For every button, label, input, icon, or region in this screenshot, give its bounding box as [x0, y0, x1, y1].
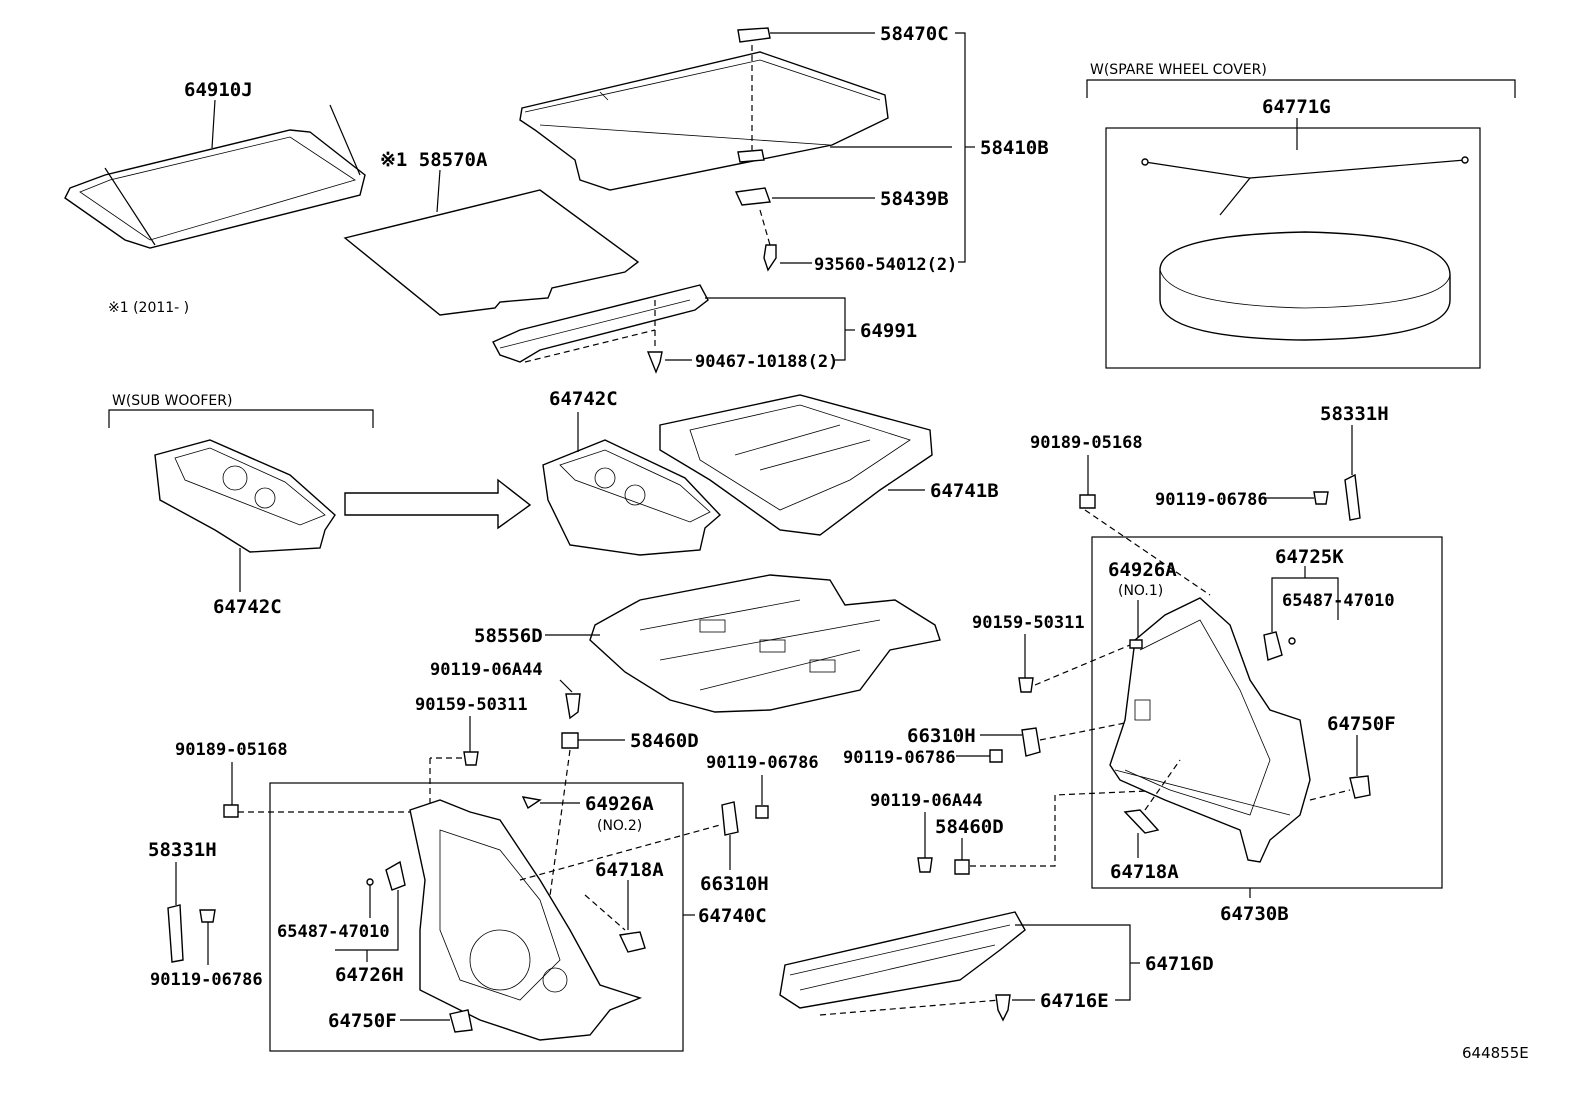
label-58439B: 58439B	[880, 188, 949, 210]
label-64725K: 64725K	[1275, 546, 1344, 568]
label-90159-r: 90159-50311	[972, 613, 1085, 633]
label-90119-m: 90119-06786	[706, 753, 819, 773]
label-64991: 64991	[860, 320, 917, 342]
tonneau-cover-drawing	[64, 104, 366, 249]
note-2011: ※1 (2011- )	[108, 300, 189, 316]
subwoofer-group-label: W(SUB WOOFER)	[112, 393, 232, 409]
label-64742C-b: 64742C	[213, 596, 282, 618]
mat-drawing	[343, 189, 640, 316]
label-64771G: 64771G	[1262, 96, 1331, 118]
label-64730B: 64730B	[1220, 903, 1289, 925]
rail-drawing	[492, 284, 709, 363]
arrow-right	[344, 478, 532, 530]
subwoofer-box-drawing	[154, 439, 336, 553]
plate-58331H-l	[167, 904, 184, 963]
label-90119-l2: 90119-06786	[843, 748, 956, 768]
spare-group-label: W(SPARE WHEEL COVER)	[1090, 62, 1267, 78]
label-58570A: ※1 58570A	[380, 149, 488, 171]
label-93560: 93560-54012(2)	[814, 255, 957, 275]
clip-64750F-l	[449, 1009, 473, 1033]
label-64742C-a: 64742C	[549, 388, 618, 410]
label-58470C: 58470C	[880, 23, 949, 45]
label-64750F-r: 64750F	[1327, 713, 1396, 735]
label-64926A-r: 64926A	[1108, 559, 1177, 581]
label-64716D: 64716D	[1145, 953, 1214, 975]
label-90159-l: 90159-50311	[415, 695, 528, 715]
label-58460D-r: 58460D	[935, 816, 1004, 838]
label-66310H-l: 66310H	[700, 873, 769, 895]
label-64926A-l: 64926A	[585, 793, 654, 815]
label-64740C: 64740C	[698, 905, 767, 927]
spare-wheel-cover-drawing	[1141, 156, 1469, 341]
label-65487-l: 65487-47010	[277, 922, 390, 942]
clip-66310H-r	[1021, 727, 1041, 757]
storage-box-drawing	[542, 439, 722, 556]
label-58331H-l: 58331H	[148, 839, 217, 861]
bracket-64726H	[385, 860, 406, 891]
label-64910J: 64910J	[184, 79, 253, 101]
plate-58331H-r	[1344, 473, 1361, 521]
label-90119-06A44-l: 90119-06A44	[430, 660, 543, 680]
label-58556D: 58556D	[474, 625, 543, 647]
label-64726H: 64726H	[335, 964, 404, 986]
label-64718A-r: 64718A	[1110, 861, 1179, 883]
label-58460D-l: 58460D	[630, 730, 699, 752]
clip-64750F-r	[1349, 775, 1371, 799]
clip-66310H-l	[721, 801, 739, 836]
scuff-plate-drawing	[779, 911, 1026, 1009]
clip-90467	[646, 351, 663, 374]
clip-64725K	[1263, 631, 1283, 661]
label-64741B: 64741B	[930, 480, 999, 502]
label-65487-r: 65487-47010	[1282, 591, 1395, 611]
deck-board-drawing	[519, 51, 889, 191]
label-64926A-r-sub: (NO.1)	[1118, 583, 1163, 599]
tray-drawing	[659, 394, 933, 536]
screw-93560	[763, 244, 777, 272]
label-64750F-l: 64750F	[328, 1010, 397, 1032]
label-90119-06A44-r: 90119-06A44	[870, 791, 983, 811]
group-box-64730B	[1091, 536, 1443, 889]
label-90119-bl: 90119-06786	[150, 970, 263, 990]
clip-64718A-r	[1123, 809, 1160, 834]
group-box-64740C	[269, 782, 684, 1052]
label-90189-l: 90189-05168	[175, 740, 288, 760]
label-90189-r: 90189-05168	[1030, 433, 1143, 453]
label-64716E: 64716E	[1040, 990, 1109, 1012]
clip-64718A-l	[618, 931, 646, 953]
label-64718A-l: 64718A	[595, 859, 664, 881]
label-58410B: 58410B	[980, 137, 1049, 159]
right-trim-drawing	[1109, 597, 1311, 863]
clip-58439B	[734, 187, 771, 206]
label-90119-r: 90119-06786	[1155, 490, 1268, 510]
label-58331H-r: 58331H	[1320, 403, 1389, 425]
left-trim-drawing	[409, 799, 643, 1041]
label-64926A-l-sub: (NO.2)	[597, 818, 642, 834]
clip-58470C	[737, 27, 771, 43]
label-90467: 90467-10188(2)	[695, 352, 838, 372]
floor-panel-drawing	[589, 574, 941, 713]
diagram-id: 644855E	[1462, 1044, 1529, 1062]
label-66310H-r: 66310H	[907, 725, 976, 747]
clip-64716E	[995, 994, 1011, 1022]
